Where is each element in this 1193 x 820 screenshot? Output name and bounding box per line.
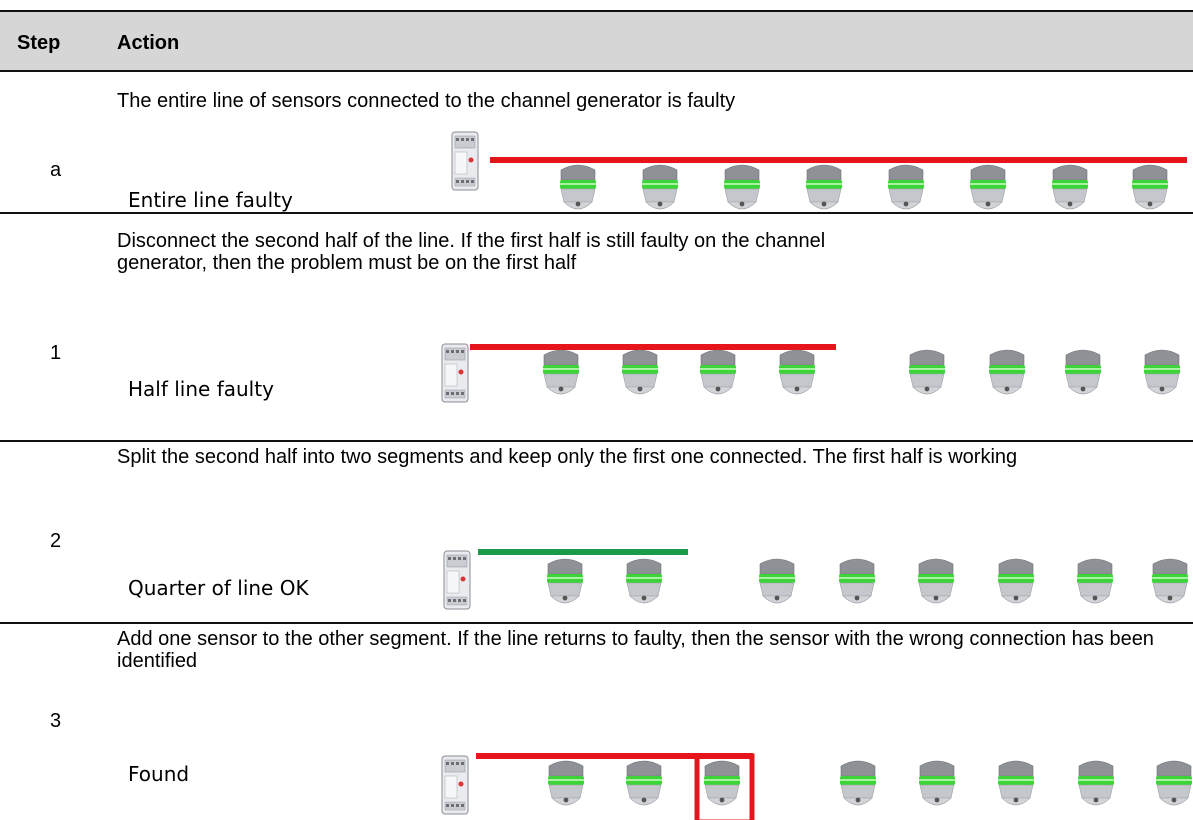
sensor-icon <box>543 349 579 395</box>
sensor-icon <box>1156 760 1192 806</box>
sensor-icon <box>1077 558 1113 604</box>
step-number: 2 <box>50 530 62 552</box>
step-number: a <box>50 159 62 181</box>
sensor-icon <box>759 558 795 604</box>
channel-generator-icon <box>451 131 479 191</box>
sensor-icon <box>1132 164 1168 210</box>
line-illustration <box>451 131 1187 210</box>
sensor-icon <box>704 760 740 806</box>
sensor-icon <box>998 760 1034 806</box>
line-illustration <box>441 753 1192 820</box>
sensor-icon <box>1144 349 1180 395</box>
line-illustration <box>441 343 1180 403</box>
sensor-icon <box>1065 349 1101 395</box>
sensor-icon <box>1052 164 1088 210</box>
sensor-icon <box>998 558 1034 604</box>
step-description: Disconnect the second half of the line. … <box>117 230 826 274</box>
illustration-label: Quarter of line OK <box>128 576 309 600</box>
sensor-icon <box>779 349 815 395</box>
line-illustration <box>443 549 1188 610</box>
sensor-icon <box>888 164 924 210</box>
sensor-icon <box>560 164 596 210</box>
sensor-icon <box>1152 558 1188 604</box>
step-description: The entire line of sensors connected to … <box>117 90 736 112</box>
sensor-icon <box>724 164 760 210</box>
table-row-3: Add one sensor to the other segment. If … <box>0 624 1193 820</box>
sensor-icon <box>700 349 736 395</box>
header-action: Action <box>117 32 180 54</box>
step-number: 3 <box>50 710 62 732</box>
faulty-sensor-highlight <box>694 753 755 820</box>
channel-generator-icon <box>441 343 469 403</box>
sensor-icon <box>970 164 1006 210</box>
sensor-icon <box>1078 760 1114 806</box>
step-description: Split the second half into two segments … <box>117 446 1018 468</box>
sensor-icon <box>548 760 584 806</box>
sensor-icon <box>839 558 875 604</box>
channel-generator-icon <box>441 755 469 815</box>
illustration-label: Entire line faulty <box>128 188 293 212</box>
table-row-2: Split the second half into two segments … <box>0 442 1193 622</box>
row-divider <box>0 440 1193 442</box>
table-header: Step Action <box>0 10 1193 72</box>
row-divider <box>0 212 1193 214</box>
illustration-label: Half line faulty <box>128 377 274 401</box>
step-description: Add one sensor to the other segment. If … <box>117 628 1154 672</box>
header-step: Step <box>17 32 61 54</box>
sensor-icon <box>806 164 842 210</box>
sensor-icon <box>909 349 945 395</box>
sensor-icon <box>989 349 1025 395</box>
step-number: 1 <box>50 342 62 364</box>
sensor-icon <box>547 558 583 604</box>
table-row-1: Disconnect the second half of the line. … <box>0 214 1193 440</box>
sensor-icon <box>626 760 662 806</box>
sensor-icon <box>919 760 955 806</box>
sensor-icon <box>622 349 658 395</box>
channel-generator-icon <box>443 550 471 610</box>
table-row-a: The entire line of sensors connected to … <box>0 72 1193 212</box>
sensor-icon <box>642 164 678 210</box>
illustration-label: Found <box>128 762 190 786</box>
sensor-icon <box>918 558 954 604</box>
sensor-icon <box>626 558 662 604</box>
row-divider <box>0 622 1193 624</box>
sensor-icon <box>840 760 876 806</box>
